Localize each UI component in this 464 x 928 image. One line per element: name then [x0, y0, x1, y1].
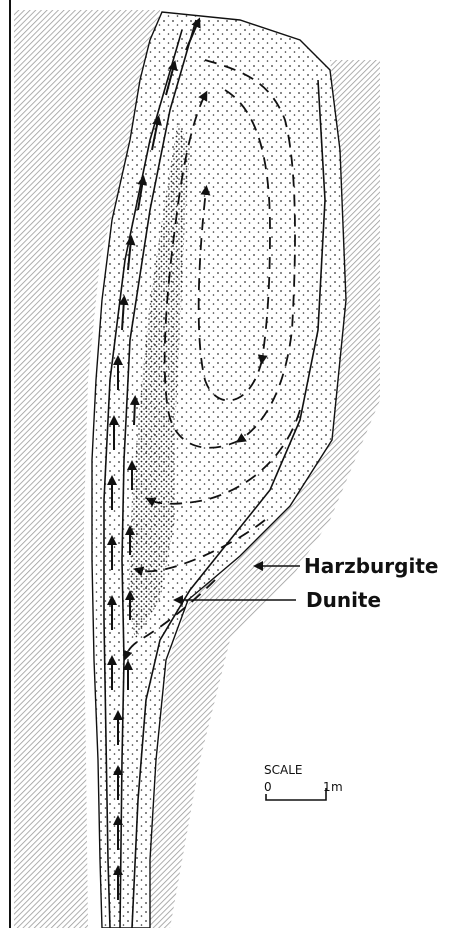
- harzburgite-label: Harzburgite: [304, 554, 438, 578]
- scale-unit-label: m: [331, 780, 343, 794]
- dunite-label: Dunite: [306, 588, 381, 612]
- arrow-up-icon: [134, 400, 135, 425]
- scale-one-label: 1: [323, 780, 331, 794]
- scale-line: [266, 788, 326, 800]
- dunite-channel: [92, 12, 346, 928]
- scale-zero-label: 0: [264, 780, 272, 794]
- scale-title: SCALE: [264, 763, 302, 777]
- scale-bar: SCALE 0 1 m: [264, 763, 343, 800]
